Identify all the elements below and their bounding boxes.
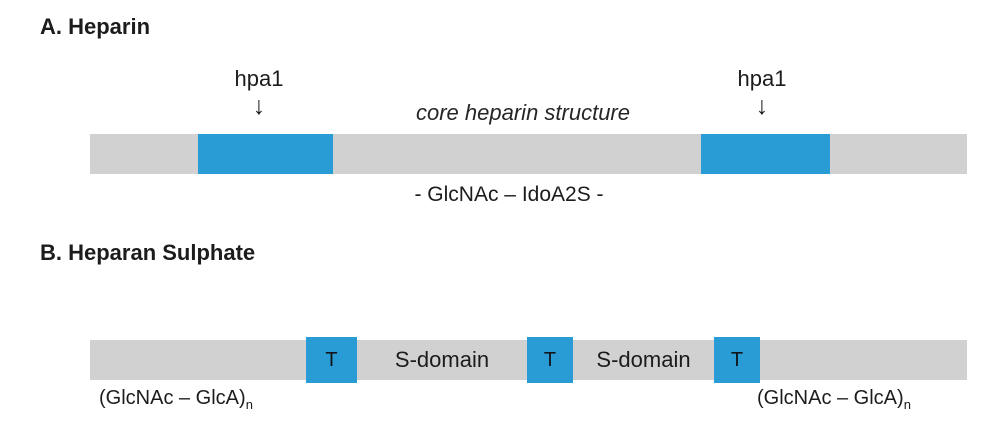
enzyme-label-hpa1-right: hpa1 bbox=[737, 66, 787, 91]
transition-segment-2: T bbox=[527, 337, 573, 383]
hpa1-cleavage-segment-left bbox=[198, 134, 333, 174]
repeat-subscript-right: n bbox=[903, 397, 911, 412]
glcnac-glca-repeat-label-left: (GlcNAc – GlcA)n bbox=[99, 387, 253, 412]
repeat-subscript-left: n bbox=[245, 397, 253, 412]
repeat-base-text-right: (GlcNAc – GlcA) bbox=[757, 387, 904, 409]
s-domain-label-1: S-domain bbox=[394, 347, 490, 372]
hpa1-cleavage-segment-right bbox=[701, 134, 830, 174]
section-b-title: B. Heparan Sulphate bbox=[40, 240, 256, 265]
section-a-title: A. Heparin bbox=[40, 14, 151, 39]
heparan-sulphate-bar: T S-domain T S-domain T bbox=[90, 337, 967, 383]
heparin-bar bbox=[90, 134, 967, 174]
transition-segment-3: T bbox=[714, 337, 760, 383]
enzyme-label-hpa1-left: hpa1 bbox=[234, 66, 284, 91]
repeat-base-text-left: (GlcNAc – GlcA) bbox=[99, 387, 246, 409]
transition-segment-1: T bbox=[306, 337, 357, 383]
glcnac-glca-repeat-label-right: (GlcNAc – GlcA)n bbox=[757, 387, 911, 412]
down-arrow-icon-right: ↓ bbox=[755, 92, 769, 120]
heparin-repeat-unit-label: - GlcNAc – IdoA2S - bbox=[414, 183, 604, 206]
core-heparin-structure-label: core heparin structure bbox=[416, 100, 630, 125]
s-domain-label-2: S-domain bbox=[596, 347, 691, 372]
down-arrow-icon-left: ↓ bbox=[252, 92, 266, 120]
